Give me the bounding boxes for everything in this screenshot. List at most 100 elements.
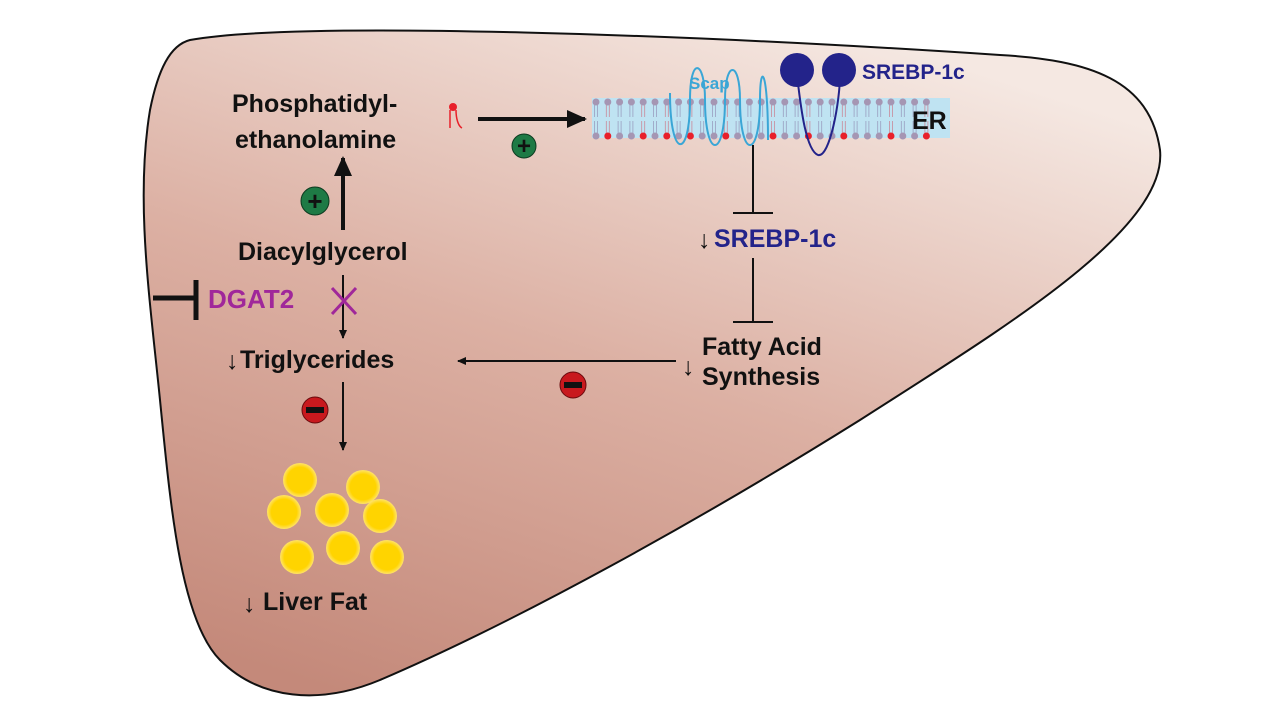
- lipid-tail: [794, 105, 799, 133]
- lipid-head: [745, 98, 753, 106]
- lipid-head: [828, 98, 836, 106]
- tg-down-arrow: ↓: [226, 347, 239, 375]
- lipid-head: [804, 98, 812, 106]
- lipid-head: [651, 132, 659, 140]
- lipid-head: [686, 132, 694, 140]
- srebp-down-arrow: ↓: [698, 226, 711, 254]
- fas-label-line1: Fatty Acid: [702, 333, 822, 361]
- lipid-tail: [594, 105, 598, 133]
- lipid-head: [911, 98, 919, 106]
- lipid-head: [922, 132, 930, 140]
- dag-label: Diacylglycerol: [238, 238, 408, 266]
- svg-text:+: +: [517, 133, 531, 160]
- lipid-head: [852, 98, 860, 106]
- lipid-tail: [617, 105, 622, 133]
- fas-down-arrow: ↓: [682, 353, 695, 381]
- lipid-tail: [912, 105, 917, 133]
- lipid-tail: [605, 105, 610, 133]
- lipid-tail: [664, 105, 669, 133]
- lipid-head: [769, 132, 777, 140]
- pe-label-line2: ethanolamine: [235, 126, 396, 154]
- lipid-head: [616, 98, 624, 106]
- lipid-head: [863, 132, 871, 140]
- fat-droplet: [267, 495, 301, 529]
- lipid-head: [639, 132, 647, 140]
- lipid-tail: [712, 105, 716, 133]
- lipid-head: [604, 98, 612, 106]
- fat-droplet: [280, 540, 314, 574]
- lipid-head: [887, 132, 895, 140]
- lipid-head: [592, 98, 600, 106]
- lipid-tail: [747, 105, 752, 133]
- lipid-tail: [700, 105, 705, 133]
- fas-label-line2: Synthesis: [702, 363, 820, 391]
- lipid-head: [698, 98, 706, 106]
- lipid-head: [816, 132, 824, 140]
- lipid-head: [863, 98, 871, 106]
- lipid-tail: [853, 105, 858, 133]
- lipid-head: [616, 132, 624, 140]
- lipid-head: [651, 98, 659, 106]
- lipid-tail: [877, 105, 882, 133]
- pe-lipid-icon: [449, 103, 463, 129]
- blocked-x-icon: [330, 286, 358, 316]
- srebp-top-label: SREBP-1c: [862, 61, 965, 84]
- lipid-head: [710, 98, 718, 106]
- lipid-head: [698, 132, 706, 140]
- scap-protein: [669, 67, 769, 146]
- fat-droplet: [370, 540, 404, 574]
- scap-label: Scap: [689, 74, 730, 93]
- pe-label-line1: Phosphatidyl-: [232, 90, 397, 118]
- er-membrane: [592, 53, 950, 156]
- lipid-tail: [818, 105, 823, 133]
- plus-badge-pe-er: +: [511, 133, 537, 160]
- fat-droplets: [267, 463, 404, 574]
- lipid-head: [899, 98, 907, 106]
- lipid-head: [769, 98, 777, 106]
- lipid-tail: [889, 105, 893, 133]
- lipid-head: [781, 98, 789, 106]
- lipid-tail: [924, 105, 929, 133]
- lipid-tail: [735, 105, 740, 133]
- liver-fat-down-arrow: ↓: [243, 590, 256, 618]
- lipid-head: [627, 98, 635, 106]
- lipid-head: [757, 98, 765, 106]
- lipid-head: [840, 132, 848, 140]
- lipid-head: [793, 132, 801, 140]
- lipid-head: [710, 132, 718, 140]
- fat-droplet: [363, 499, 397, 533]
- srebp-tether: [796, 74, 841, 156]
- dgat2-label: DGAT2: [208, 284, 294, 314]
- lipid-head: [745, 132, 753, 140]
- er-label: ER: [912, 107, 947, 135]
- minus-badge-fas-tg: [559, 371, 587, 399]
- lipid-head: [875, 132, 883, 140]
- liver-outline: [142, 29, 1162, 697]
- lipid-head: [663, 132, 671, 140]
- lipid-head: [911, 132, 919, 140]
- lipid-head: [627, 132, 635, 140]
- lipid-head: [722, 132, 730, 140]
- srebp-mid-label: SREBP-1c: [714, 225, 836, 253]
- plus-badge-dag-pe: +: [300, 186, 330, 216]
- lipid-head: [781, 132, 789, 140]
- lipid-head: [734, 132, 742, 140]
- lipid-head: [757, 132, 765, 140]
- lipid-tail: [900, 105, 905, 133]
- lipid-head: [840, 98, 848, 106]
- lipid-head: [816, 98, 824, 106]
- srebp-domain-1: [780, 53, 814, 87]
- minus-badge-tg-fat: [301, 396, 329, 424]
- tg-label: Triglycerides: [240, 346, 394, 374]
- fat-droplet: [326, 531, 360, 565]
- lipid-tail: [629, 105, 634, 133]
- fat-droplet: [346, 470, 380, 504]
- lipid-tail: [641, 105, 646, 133]
- lipid-tail: [782, 105, 787, 133]
- lipid-head: [852, 132, 860, 140]
- svg-text:+: +: [307, 186, 322, 216]
- lipid-head: [604, 132, 612, 140]
- liver-fat-label: Liver Fat: [263, 588, 368, 616]
- lipid-head: [639, 98, 647, 106]
